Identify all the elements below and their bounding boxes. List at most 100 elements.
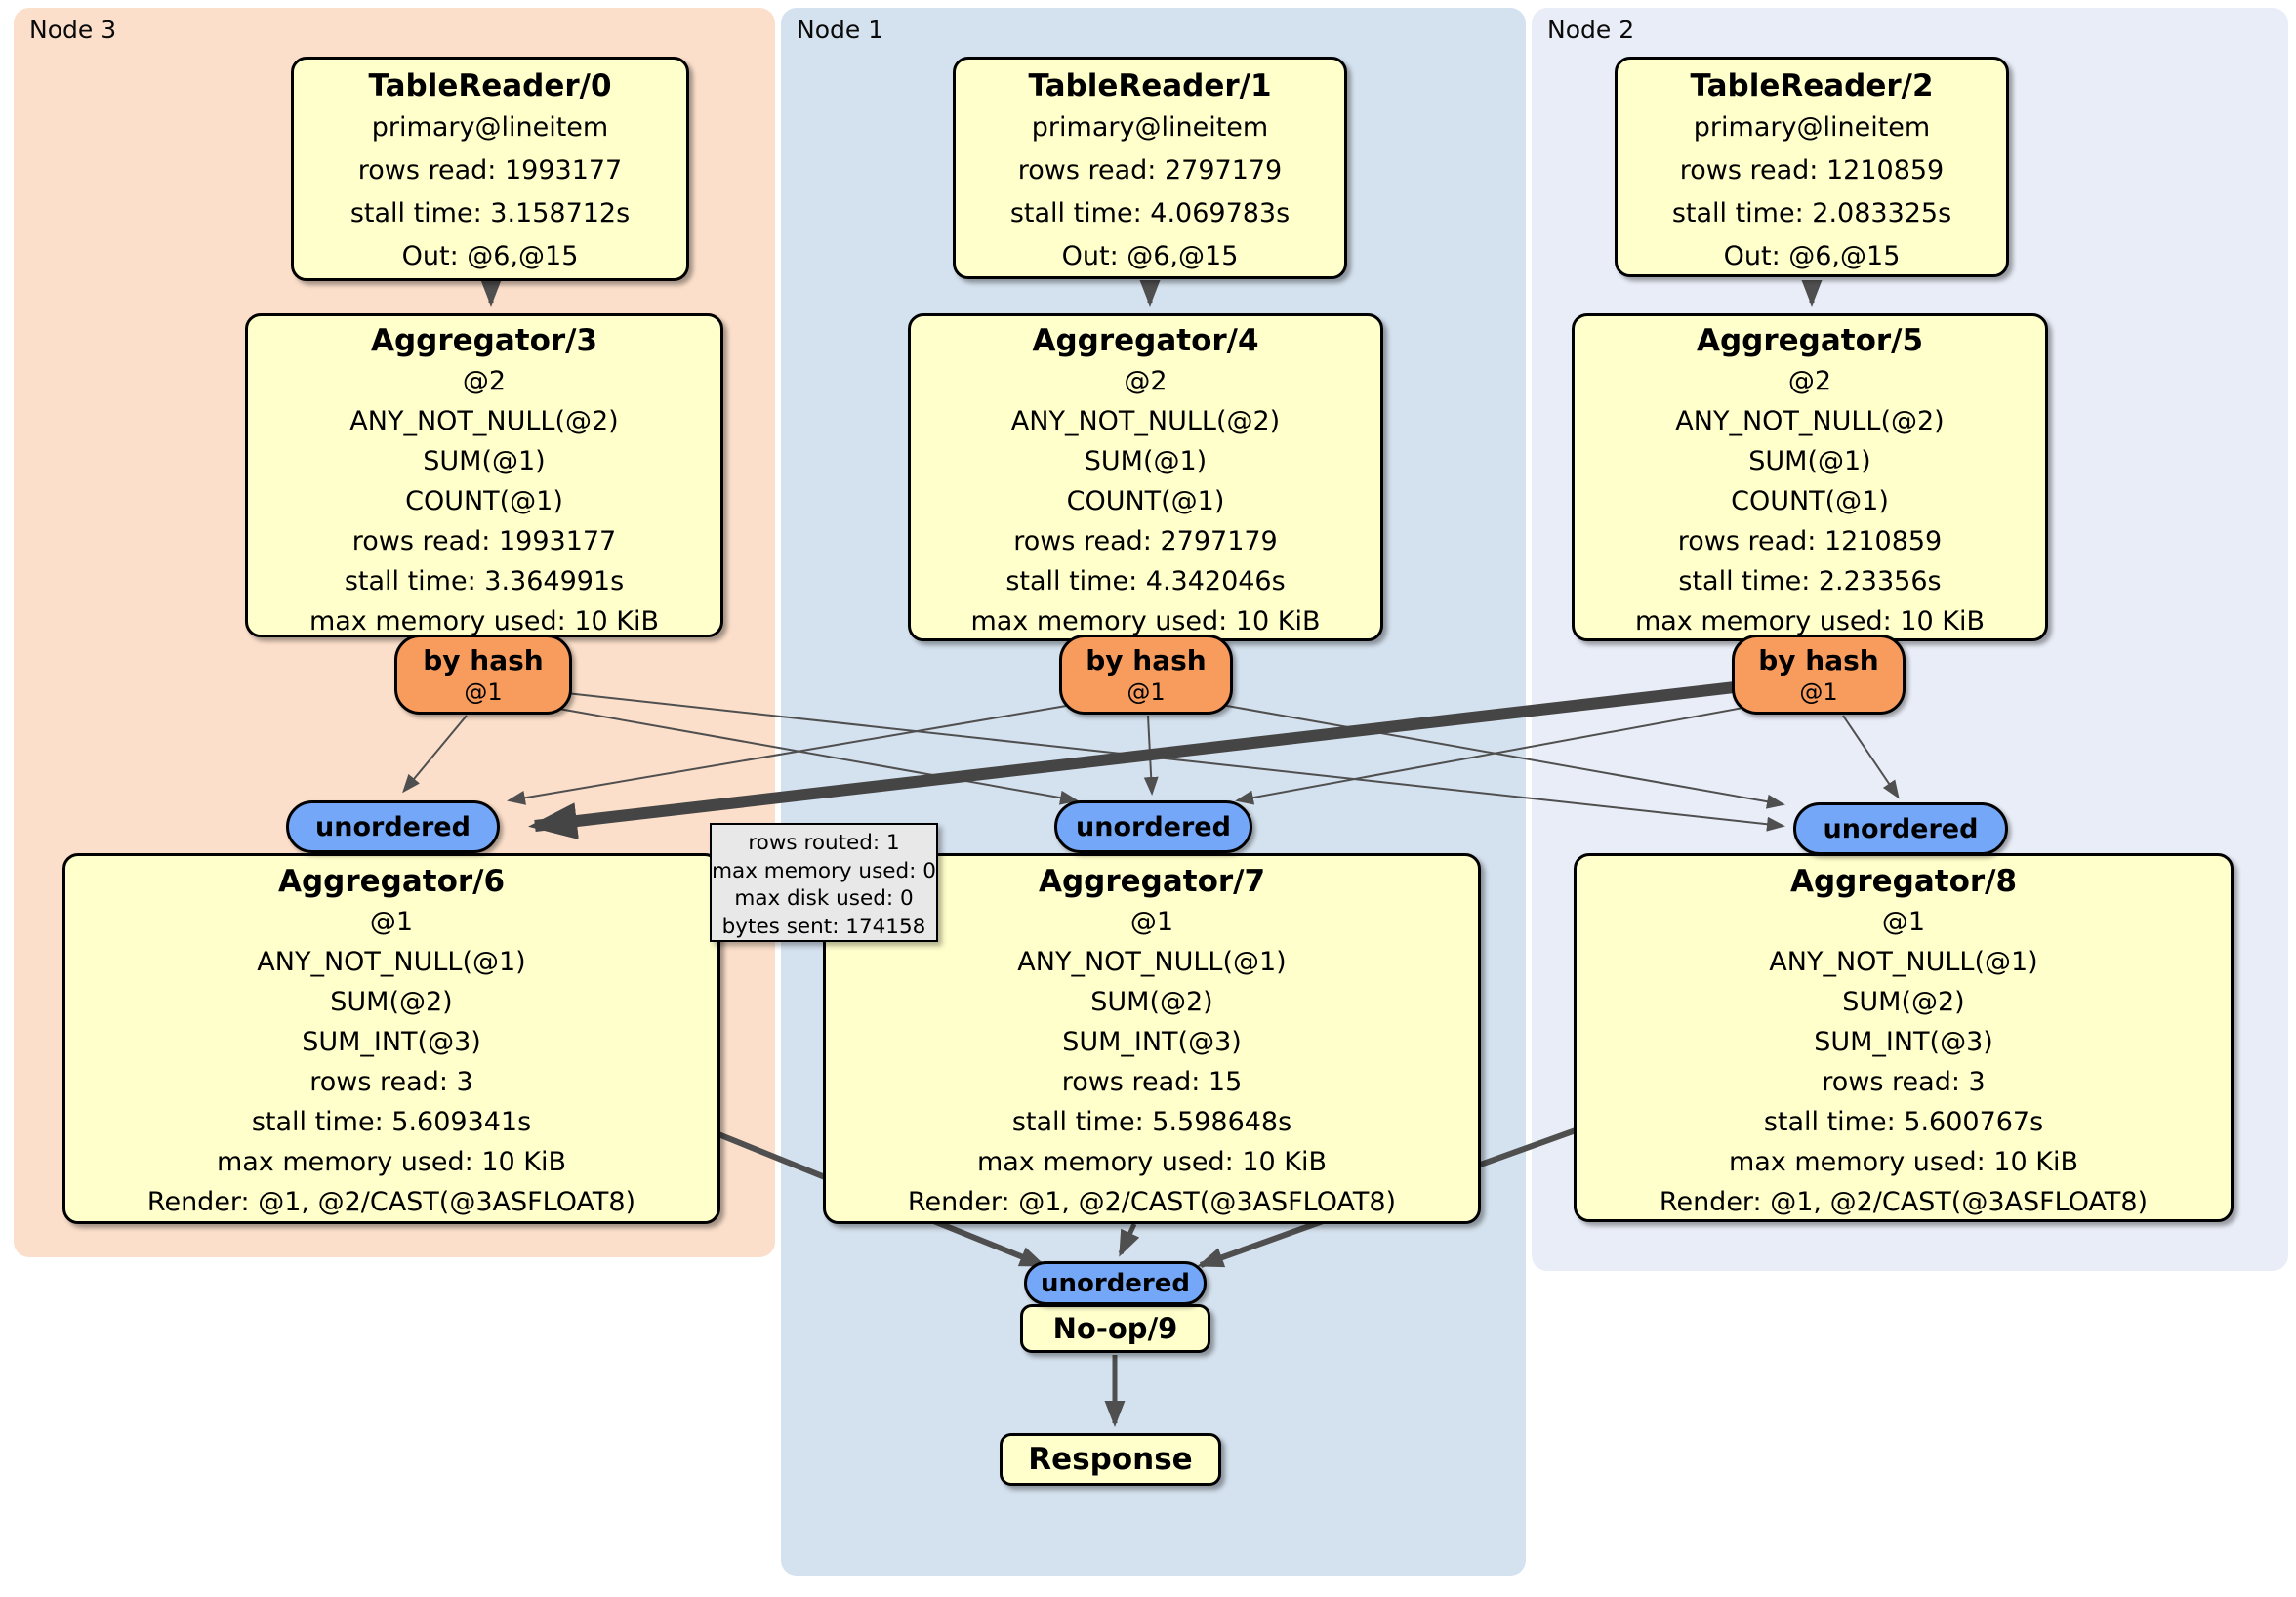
sync-unordered-node3: unordered	[286, 800, 500, 853]
table-reader-2-node: TableReader/2 primary@lineitem rows read…	[1615, 57, 2009, 277]
node-line: Out: @6,@15	[1723, 241, 1901, 271]
node-line: COUNT(@1)	[1066, 486, 1225, 516]
node-line: ANY_NOT_NULL(@2)	[1675, 406, 1945, 436]
node2-panel-label: Node 2	[1547, 16, 1635, 44]
node-line: Out: @6,@15	[1061, 241, 1239, 271]
router-label: by hash	[1758, 644, 1879, 676]
node-line: rows read: 3	[1822, 1067, 1986, 1097]
node-line: Render: @1, @2/CAST(@3ASFLOAT8)	[146, 1187, 636, 1217]
node-line: SUM(@1)	[423, 446, 546, 476]
node-title: Aggregator/8	[1789, 864, 2018, 899]
node-title: Aggregator/4	[1032, 323, 1259, 358]
node-line: SUM(@2)	[330, 987, 453, 1017]
node1-panel-label: Node 1	[797, 16, 884, 44]
node-line: rows read: 2797179	[1017, 155, 1283, 185]
node-line: ANY_NOT_NULL(@1)	[257, 947, 526, 977]
edge-router4-sync3	[507, 702, 1085, 805]
router-key: @1	[1127, 678, 1166, 706]
node-line: @1	[1129, 907, 1174, 937]
node-line: rows read: 3	[309, 1067, 473, 1097]
node3-panel-label: Node 3	[29, 16, 117, 44]
tooltip-line: bytes sent: 174158	[721, 914, 926, 939]
aggregator-6-node: Aggregator/6 @1 ANY_NOT_NULL(@1) SUM(@2)…	[62, 853, 720, 1224]
node-title: TableReader/1	[1028, 68, 1272, 103]
node-line: SUM_INT(@3)	[1814, 1027, 1993, 1057]
sync-unordered-final: unordered	[1024, 1261, 1207, 1305]
node-title: Response	[1028, 1441, 1193, 1477]
edge-stats-tooltip: rows routed: 1 max memory used: 0 max di…	[710, 823, 938, 942]
sync-label: unordered	[1040, 1268, 1191, 1298]
sync-unordered-node2: unordered	[1793, 802, 2008, 855]
router-label: by hash	[423, 644, 544, 676]
aggregator-4-node: Aggregator/4 @2 ANY_NOT_NULL(@2) SUM(@1)…	[908, 313, 1383, 641]
node-line: primary@lineitem	[371, 112, 609, 143]
node-line: max memory used: 10 KiB	[308, 606, 660, 636]
node-line: Render: @1, @2/CAST(@3ASFLOAT8)	[907, 1187, 1397, 1217]
node-title: Aggregator/5	[1696, 323, 1924, 358]
router-key: @1	[1799, 678, 1838, 706]
node-title: Aggregator/3	[370, 323, 598, 358]
router-by-hash-node3: by hash @1	[394, 635, 572, 715]
node-line: rows read: 15	[1061, 1067, 1243, 1097]
node-line: stall time: 5.598648s	[1011, 1107, 1292, 1137]
node-line: rows read: 1993177	[357, 155, 623, 185]
node-line: ANY_NOT_NULL(@2)	[1010, 406, 1281, 436]
tooltip-line: rows routed: 1	[748, 831, 900, 855]
node-line: ANY_NOT_NULL(@2)	[349, 406, 619, 436]
node-line: COUNT(@1)	[405, 486, 563, 516]
noop-9-node: No-op/9	[1020, 1304, 1210, 1353]
node-line: rows read: 1210859	[1677, 526, 1943, 556]
aggregator-3-node: Aggregator/3 @2 ANY_NOT_NULL(@2) SUM(@1)…	[245, 313, 723, 637]
node-line: COUNT(@1)	[1731, 486, 1889, 516]
node-line: SUM(@1)	[1084, 446, 1208, 476]
node-line: max memory used: 10 KiB	[976, 1147, 1328, 1177]
node-line: stall time: 3.364991s	[344, 566, 625, 596]
edge-agg7-finalsync	[1118, 1222, 1140, 1257]
node-line: ANY_NOT_NULL(@1)	[1017, 947, 1287, 977]
node-line: @2	[1787, 366, 1832, 396]
edge-router3-sync3	[402, 715, 468, 794]
node-line: max memory used: 10 KiB	[216, 1147, 567, 1177]
node-line: stall time: 5.600767s	[1763, 1107, 2044, 1137]
aggregator-5-node: Aggregator/5 @2 ANY_NOT_NULL(@2) SUM(@1)…	[1572, 313, 2048, 641]
node-line: rows read: 2797179	[1013, 526, 1278, 556]
node-title: TableReader/2	[1690, 68, 1934, 103]
node-title: Aggregator/6	[277, 864, 506, 899]
edge-router5-sync1	[1235, 704, 1760, 805]
aggregator-8-node: Aggregator/8 @1 ANY_NOT_NULL(@1) SUM(@2)…	[1574, 853, 2234, 1222]
node-line: max memory used: 10 KiB	[1728, 1147, 2079, 1177]
node-title: No-op/9	[1052, 1311, 1178, 1345]
edge-router5-sync2	[1842, 715, 1900, 799]
node-line: @2	[1124, 366, 1168, 396]
node-line: rows read: 1210859	[1679, 155, 1945, 185]
response-node: Response	[1000, 1433, 1221, 1486]
tooltip-line: max memory used: 0	[712, 858, 936, 883]
node-line: primary@lineitem	[1693, 112, 1931, 143]
node-line: SUM(@1)	[1748, 446, 1871, 476]
router-key: @1	[464, 678, 503, 706]
router-by-hash-node1: by hash @1	[1059, 635, 1233, 715]
node-title: TableReader/0	[368, 68, 612, 103]
node-line: @1	[1881, 907, 1926, 937]
node-line: stall time: 3.158712s	[349, 198, 631, 228]
node-line: @1	[369, 907, 414, 937]
edge-router3-sync1	[536, 704, 1079, 805]
node-line: stall time: 4.342046s	[1005, 566, 1286, 596]
node-line: SUM(@2)	[1090, 987, 1213, 1017]
node-line: SUM_INT(@3)	[302, 1027, 481, 1057]
node-line: stall time: 2.083325s	[1671, 198, 1952, 228]
router-by-hash-node2: by hash @1	[1732, 635, 1906, 715]
node-line: max memory used: 10 KiB	[970, 606, 1321, 636]
router-label: by hash	[1086, 644, 1207, 676]
edge-router5-sync3-highlighted[interactable]	[528, 679, 1752, 839]
node-line: SUM(@2)	[1842, 987, 1965, 1017]
node-line: max memory used: 10 KiB	[1634, 606, 1986, 636]
node-line: Render: @1, @2/CAST(@3ASFLOAT8)	[1659, 1187, 2149, 1217]
sync-unordered-node1: unordered	[1054, 800, 1252, 853]
node-line: rows read: 1993177	[351, 526, 617, 556]
tooltip-line: max disk used: 0	[734, 886, 914, 911]
table-reader-1-node: TableReader/1 primary@lineitem rows read…	[953, 57, 1347, 279]
sync-label: unordered	[1823, 813, 1979, 844]
node-line: ANY_NOT_NULL(@1)	[1769, 947, 2038, 977]
